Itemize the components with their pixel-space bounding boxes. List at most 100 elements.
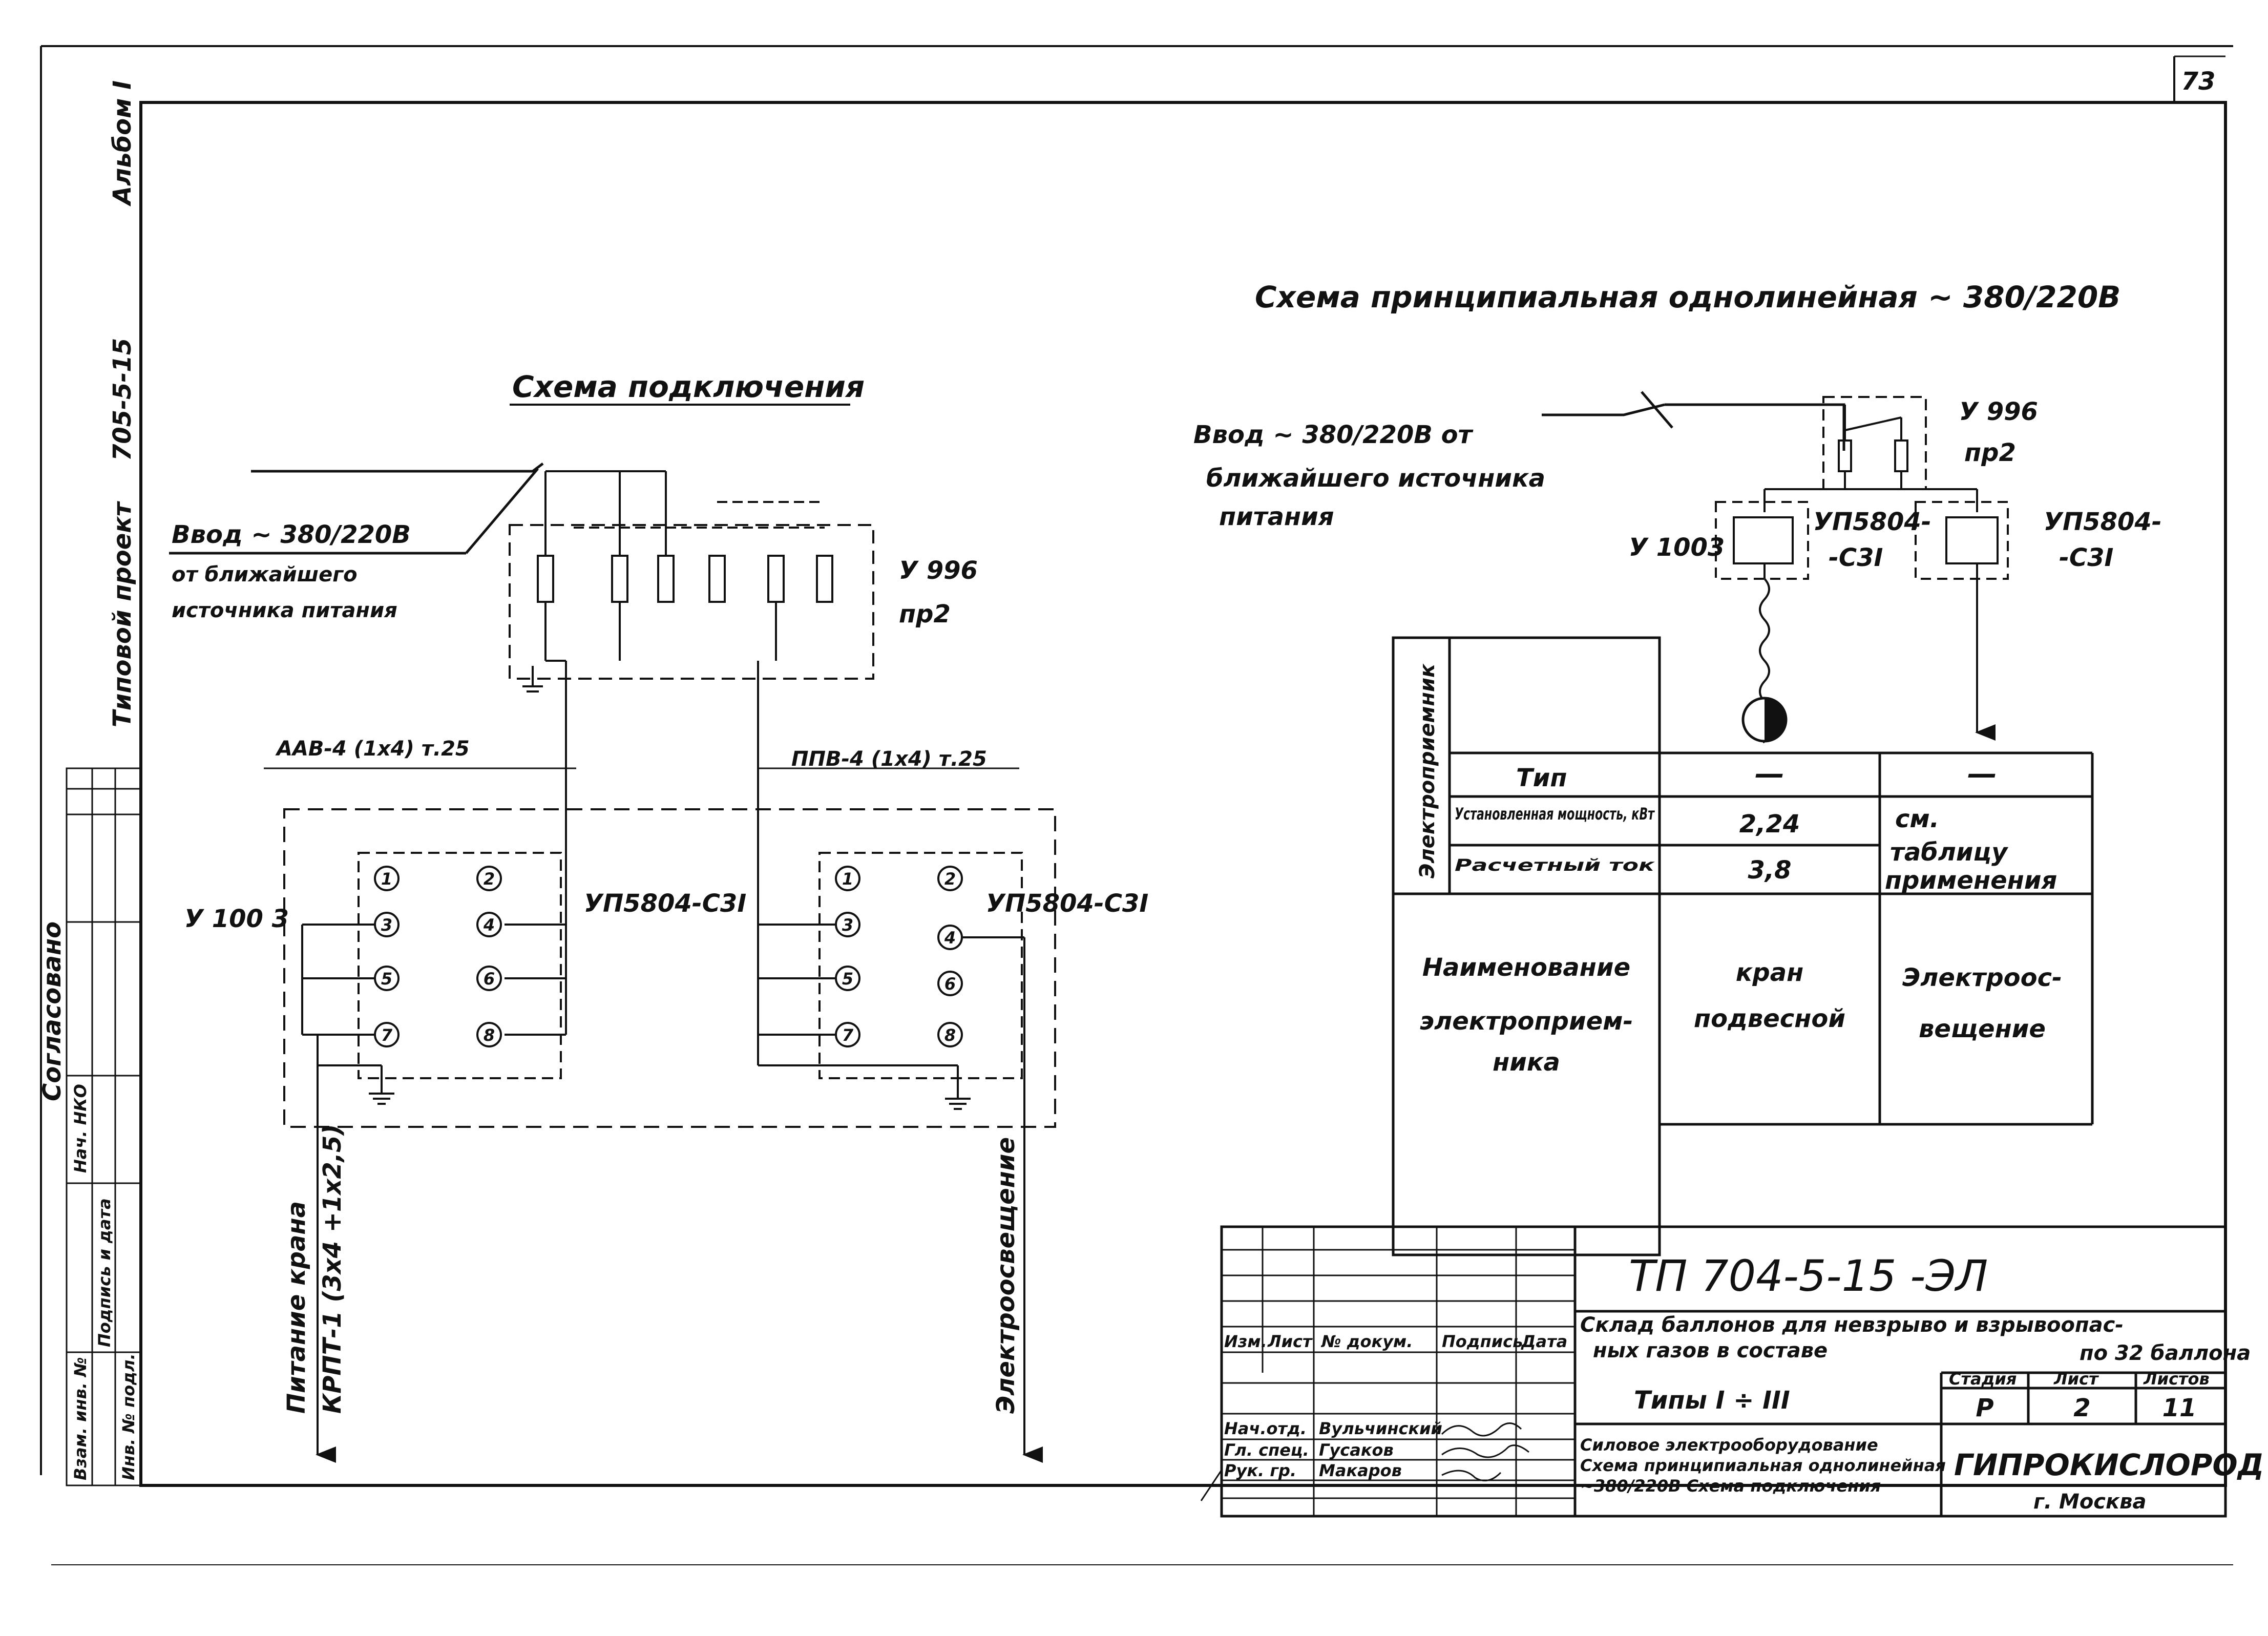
title-types: Типы I ÷ III [1634,1386,1790,1415]
person-2-role: Гл. спец. [1224,1440,1309,1460]
left-input-label-2: от ближайшего [172,563,358,586]
agreed-header: Согласовано [38,921,67,1101]
name-col2-2: вещение [1919,1015,2046,1043]
row-type-col2: — [1967,756,1997,791]
row-current-label: Расчетный ток [1455,855,1655,875]
col-header-sheet: Лист [1267,1332,1313,1351]
terminals-right [835,866,963,1047]
col-header-change: Изм. [1224,1332,1267,1351]
left-panel-label-2: пр2 [899,600,951,628]
stage-label: Стадия [1949,1369,2017,1389]
box-left-label: У 100 3 [184,905,289,933]
sheet-label: Лист [2053,1369,2099,1389]
person-2-name: Гусаков [1319,1440,1394,1460]
right-box2-label-1: УП5804- [1813,508,1931,536]
box-right-type: УП5804-С3I [986,889,1148,918]
signatures [1200,1422,1529,1501]
page-number: 73 [2181,67,2216,96]
terminal-1-right: 1 [842,869,853,889]
terminal-3-right: 3 [842,915,853,935]
box-left-type: УП5804-С3I [584,889,746,918]
right-boxes [1715,501,2009,744]
terminal-8-left: 8 [484,1025,495,1045]
single-line-scheme: Схема принципиальная однолинейная ~ 380/… [1193,280,2162,744]
album-label: Альбом I [108,80,137,207]
terminal-1-left: 1 [381,869,392,889]
ground-symbols [369,1093,971,1110]
row-power-col1: 2,24 [1739,810,1800,838]
terminal-7-left: 7 [381,1025,393,1045]
row-type-label: Тип [1516,764,1567,792]
project-code-label: 705-5-15 [108,338,137,461]
agreed-cell-4: Инв. № подл. [119,1353,138,1480]
name-label-3: ника [1493,1048,1560,1077]
out-right-label: Электроосвещение [992,1137,1020,1414]
terminals-left [374,866,502,1047]
person-1-name: Вульчинский [1319,1419,1442,1438]
doc-line-3: ~380/220В Схема подключения [1580,1476,1881,1496]
right-box3-label-2: -С3I [2059,543,2113,572]
out-left-label-2: КРПТ-1 (3х4 +1х2,5) [318,1124,347,1414]
receiver-table: Электроприемник Тип — — Установленная мо… [1392,636,2094,1256]
name-col1-2: подвесной [1694,1004,1845,1033]
name-label-2: электроприем- [1420,1007,1633,1036]
box-u1003 [301,779,567,1463]
connection-scheme-title: Схема подключения [512,369,865,404]
terminal-4-left: 4 [483,915,495,935]
terminal-5-left: 5 [381,969,392,989]
receiver-side-header: Электроприемник [1416,663,1439,878]
terminal-3-left: 3 [381,915,392,935]
terminal-4-right: 4 [944,928,956,948]
row-current-col1: 3,8 [1748,856,1791,885]
org-city: г. Москва [2033,1490,2146,1514]
cable-left-label: ААВ-4 (1х4) т.25 [275,737,470,761]
title-object-2: ных газов в составе [1593,1339,1828,1362]
project-type-label: Типовой проект [108,500,137,727]
doc-line-1: Силовое электрооборудование [1580,1435,1878,1455]
name-col2-1: Электроос- [1902,963,2062,992]
right-input-label-1: Ввод ~ 380/220В от [1193,421,1474,449]
name-label-1: Наименование [1422,953,1630,982]
person-3-name: Макаров [1319,1461,1402,1480]
col2-note-3: применения [1885,866,2057,895]
org-name: ГИПРОКИСЛОРОД [1954,1448,2264,1482]
terminal-2-right: 2 [944,869,956,889]
single-line-title: Схема принципиальная однолинейная ~ 380/… [1255,280,2120,314]
motor-symbol [1741,697,1788,743]
left-input-label-1: Ввод ~ 380/220В [172,520,411,549]
agreed-cell-2: Взам. инв. № [71,1357,90,1480]
right-box2-label-2: -С3I [1829,543,1883,572]
cable-right-label: ППВ-4 (1х4) т.25 [791,747,987,771]
right-box1-label: У 1003 [1629,533,1725,562]
terminal-2-left: 2 [484,869,495,889]
person-1-role: Нач.отд. [1224,1419,1307,1438]
agreed-cell-3: Подпись и дата [95,1198,114,1347]
terminal-6-left: 6 [484,969,495,989]
right-input-label-3: питания [1219,502,1334,531]
person-3-role: Рук. гр. [1224,1461,1296,1480]
right-panel-label-1: У 996 [1959,397,2038,426]
box-up5804-right [757,779,1043,1463]
doc-line-2: Схема принципиальная однолинейная [1580,1456,1946,1475]
sheet-value: 2 [2073,1394,2090,1422]
out-left-label-1: Питание крана [282,1201,311,1414]
left-panel-label-1: У 996 [899,556,978,585]
sheets-label: Листов [2143,1369,2210,1389]
name-col1-1: кран [1736,958,1804,987]
sheets-value: 11 [2162,1394,2197,1422]
side-stamp: Альбом I 705-5-15 Типовой проект Согласо… [38,80,142,1486]
row-power-label: Установленная мощность, кВт [1455,804,1655,824]
right-box3-label-1: УП5804- [2044,508,2162,536]
right-panel-label-2: пр2 [1964,438,2016,467]
stage-value: Р [1976,1394,1993,1422]
right-input-label-2: ближайшего источника [1206,464,1545,493]
title-block: Изм. Лист № докум. Подпись Дата Нач.отд.… [1200,1225,2264,1518]
terminal-8-right: 8 [944,1025,956,1045]
connection-scheme: Схема подключения Ввод ~ 380/220В от бли… [169,369,1148,1463]
col-header-sign: Подпись [1442,1332,1523,1351]
row-type-col1: — [1755,756,1784,791]
panel-u996-right [1763,396,1978,512]
title-code: ТП 704-5-15 -ЭЛ [1629,1251,1988,1301]
